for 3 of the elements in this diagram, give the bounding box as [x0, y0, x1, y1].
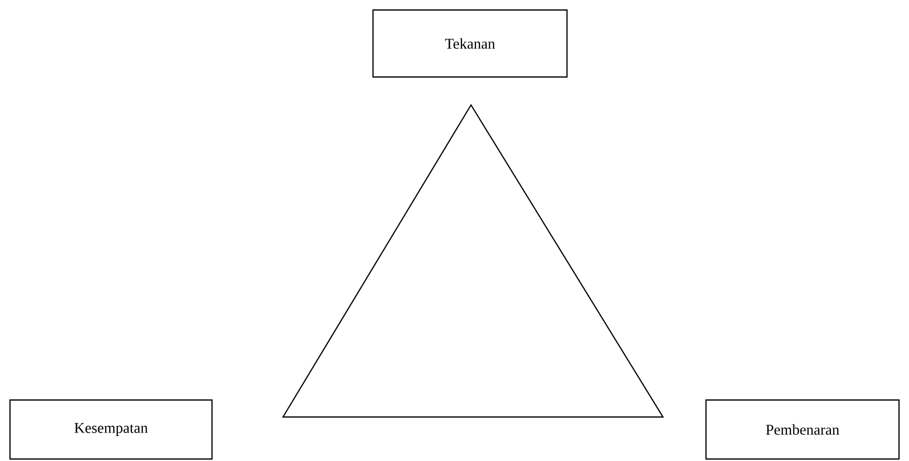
label-box: Pembenaran [705, 399, 900, 460]
label-box: Tekanan [372, 9, 568, 78]
label-box: Kesempatan [9, 399, 213, 460]
